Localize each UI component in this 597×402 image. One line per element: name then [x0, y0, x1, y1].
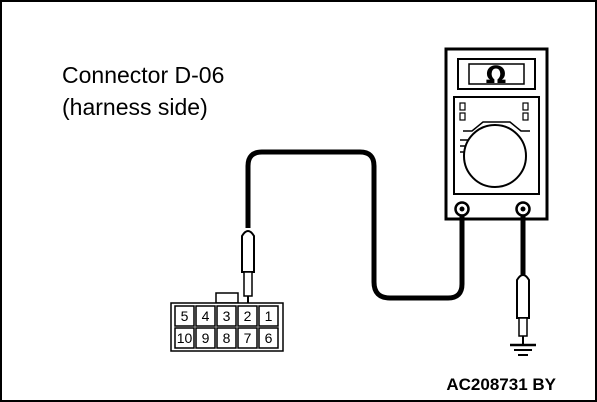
pin-cell-8	[216, 327, 237, 349]
pin-label-3: 3	[223, 308, 231, 324]
pin-label-4: 4	[202, 308, 210, 324]
pin-label-9: 9	[202, 330, 210, 346]
pin-label-1: 1	[265, 308, 273, 324]
pin-label-2: 2	[244, 308, 252, 324]
probe-ground-side	[516, 274, 530, 344]
pin-cell-7	[237, 327, 258, 349]
meter-ohm-symbol: Ω	[486, 61, 506, 89]
pin-cell-1	[258, 305, 279, 327]
pin-cell-6	[258, 327, 279, 349]
pin-label-5: 5	[181, 308, 189, 324]
pin-label-8: 8	[223, 330, 231, 346]
connector-subtitle: (harness side)	[62, 94, 208, 120]
pin-cell-5	[174, 305, 195, 327]
pin-cell-10	[174, 327, 195, 349]
connector-title: Connector D-06	[62, 62, 224, 88]
pin-cell-3	[216, 305, 237, 327]
pin-cell-4	[195, 305, 216, 327]
probe-connector-side	[241, 230, 255, 316]
ground-symbol-icon	[510, 343, 536, 356]
test-lead-left	[245, 149, 465, 301]
multimeter-icon: Ω	[444, 47, 549, 221]
pin-cell-9	[195, 327, 216, 349]
pin-cell-2	[237, 305, 258, 327]
figure-code: AC208731 BY	[446, 375, 556, 394]
pin-label-7: 7	[244, 330, 252, 346]
pin-label-6: 6	[265, 330, 273, 346]
pin-label-10: 10	[177, 330, 193, 346]
connector-lock-tab	[215, 292, 239, 304]
meter-dial	[463, 124, 527, 188]
